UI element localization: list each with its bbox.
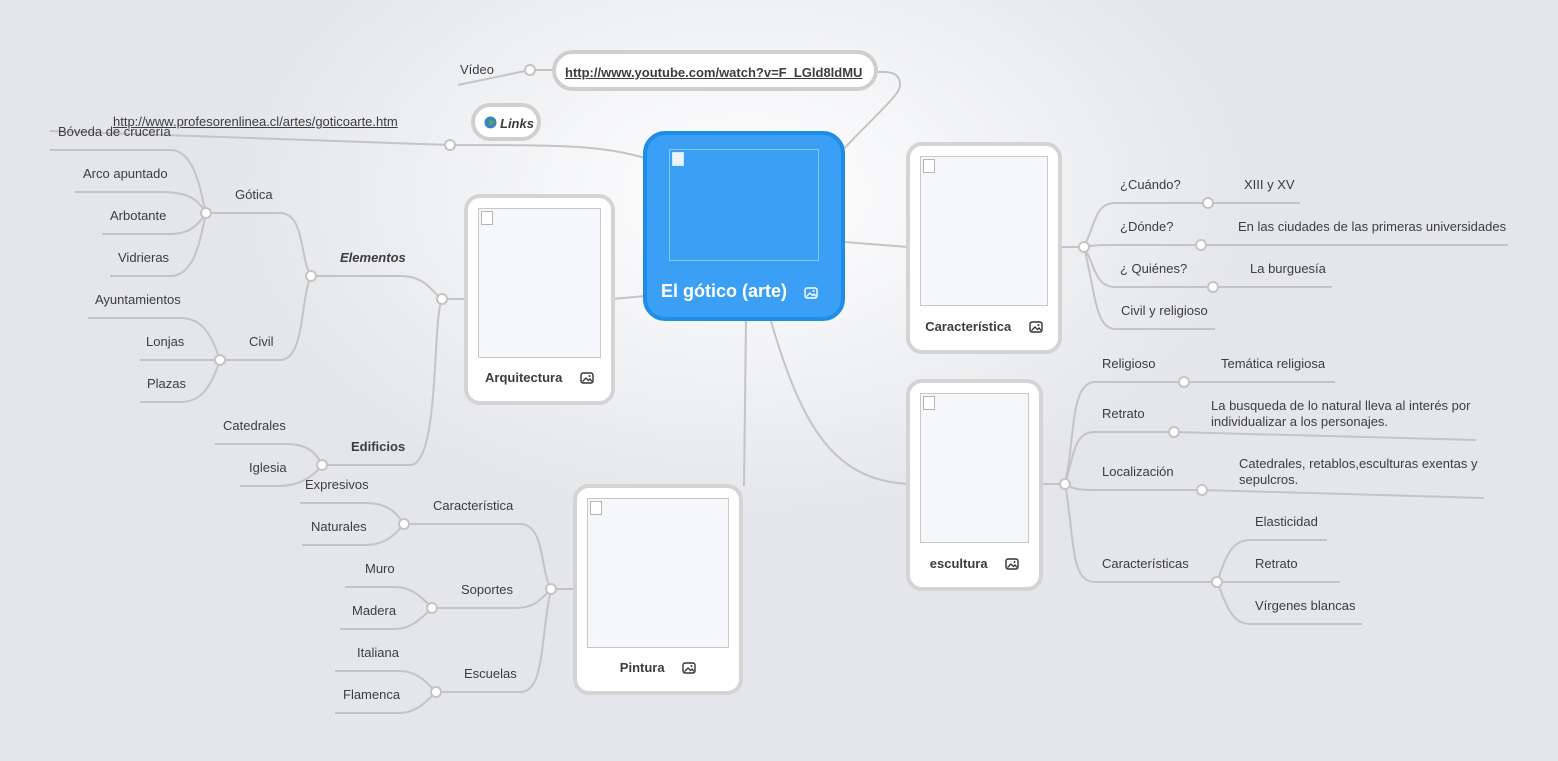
localizacion-value[interactable]: Catedrales, retablos,esculturas exentas … <box>1239 456 1478 487</box>
arquitectura-title-text: Arquitectura <box>485 370 563 385</box>
root-title-text: El gótico (arte) <box>661 281 788 301</box>
escuelas-item[interactable]: Flamenca <box>343 687 401 702</box>
arquitectura-card[interactable]: Arquitectura <box>464 194 615 405</box>
edificios-item[interactable]: Catedrales <box>223 418 286 433</box>
pintura-title-text: Pintura <box>619 660 665 675</box>
image-icon[interactable] <box>1005 558 1019 573</box>
edificios-item[interactable]: Iglesia <box>249 460 287 475</box>
soportes-item[interactable]: Madera <box>352 603 397 618</box>
caracteristicas-label[interactable]: Características <box>1102 556 1189 571</box>
gotica-item[interactable]: Vidrieras <box>118 250 170 265</box>
civil-item[interactable]: Plazas <box>147 376 187 391</box>
retrato-value[interactable]: La busqueda de lo natural lleva al inter… <box>1211 398 1471 429</box>
civil-label[interactable]: Civil <box>249 334 274 349</box>
escultura-title: escultura <box>910 556 1039 573</box>
donde-value[interactable]: En las ciudades de las primeras universi… <box>1238 219 1507 234</box>
quienes-value[interactable]: La burguesía <box>1250 261 1326 276</box>
civil-religioso-label[interactable]: Civil y religioso <box>1121 303 1208 318</box>
arquitectura-image <box>478 208 601 358</box>
caracteristicas-item[interactable]: Vírgenes blancas <box>1255 598 1356 613</box>
video-url-node[interactable]: http://www.youtube.com/watch?v=F_LGld8ld… <box>552 50 878 91</box>
gotica-label[interactable]: Gótica <box>235 187 273 202</box>
retrato-label[interactable]: Retrato <box>1102 406 1145 421</box>
pintura-caracteristica-item[interactable]: Naturales <box>311 519 367 534</box>
religioso-value[interactable]: Temática religiosa <box>1221 356 1326 371</box>
image-icon[interactable] <box>804 283 818 304</box>
civil-item[interactable]: Ayuntamientos <box>95 292 181 307</box>
caracteristicas-item[interactable]: Retrato <box>1255 556 1298 571</box>
escultura-card[interactable]: escultura <box>906 379 1043 591</box>
gotica-item[interactable]: Arco apuntado <box>83 166 168 181</box>
elementos-label[interactable]: Elementos <box>340 250 406 265</box>
links-url[interactable]: http://www.profesorenlinea.cl/artes/goti… <box>113 114 398 129</box>
arquitectura-title: Arquitectura <box>468 370 611 387</box>
image-icon[interactable] <box>1029 321 1043 336</box>
gotica-item[interactable]: Bóveda de crucería <box>58 124 171 139</box>
image-icon[interactable] <box>580 372 594 387</box>
links-node[interactable]: Links <box>471 103 541 141</box>
localizacion-label[interactable]: Localización <box>1102 464 1174 479</box>
video-label: Vídeo <box>460 62 494 77</box>
video-url-link[interactable]: http://www.youtube.com/watch?v=F_LGld8ld… <box>565 65 863 80</box>
cuando-label[interactable]: ¿Cuándo? <box>1120 177 1181 192</box>
edificios-label[interactable]: Edificios <box>351 439 406 454</box>
root-title: El gótico (arte) <box>661 281 818 304</box>
escuelas-item[interactable]: Italiana <box>357 645 399 660</box>
religioso-label[interactable]: Religioso <box>1102 356 1156 371</box>
pintura-title: Pintura <box>577 660 739 677</box>
soportes-label[interactable]: Soportes <box>461 582 514 597</box>
image-icon[interactable] <box>682 662 696 677</box>
escultura-title-text: escultura <box>929 556 988 571</box>
links-label: Links <box>500 116 534 131</box>
pintura-caracteristica-label[interactable]: Característica <box>433 498 514 513</box>
root-image <box>669 149 819 261</box>
caracteristica-card[interactable]: Característica <box>906 142 1062 354</box>
caracteristica-image <box>920 156 1048 306</box>
gotica-item[interactable]: Arbotante <box>110 208 167 223</box>
caracteristica-title: Característica <box>910 319 1058 336</box>
caracteristica-title-text: Característica <box>925 319 1012 334</box>
escuelas-label[interactable]: Escuelas <box>464 666 517 681</box>
cuando-value[interactable]: XIII y XV <box>1244 177 1295 192</box>
pintura-caracteristica-item[interactable]: Expresivos <box>305 477 369 492</box>
caracteristicas-item[interactable]: Elasticidad <box>1255 514 1318 529</box>
escultura-image <box>920 393 1029 543</box>
root-node[interactable]: El gótico (arte) <box>643 131 845 321</box>
pintura-card[interactable]: Pintura <box>573 484 743 695</box>
civil-item[interactable]: Lonjas <box>146 334 185 349</box>
pintura-image <box>587 498 729 648</box>
soportes-item[interactable]: Muro <box>365 561 395 576</box>
globe-icon <box>484 116 497 134</box>
donde-label[interactable]: ¿Dónde? <box>1120 219 1174 234</box>
quienes-label[interactable]: ¿ Quiénes? <box>1120 261 1188 276</box>
